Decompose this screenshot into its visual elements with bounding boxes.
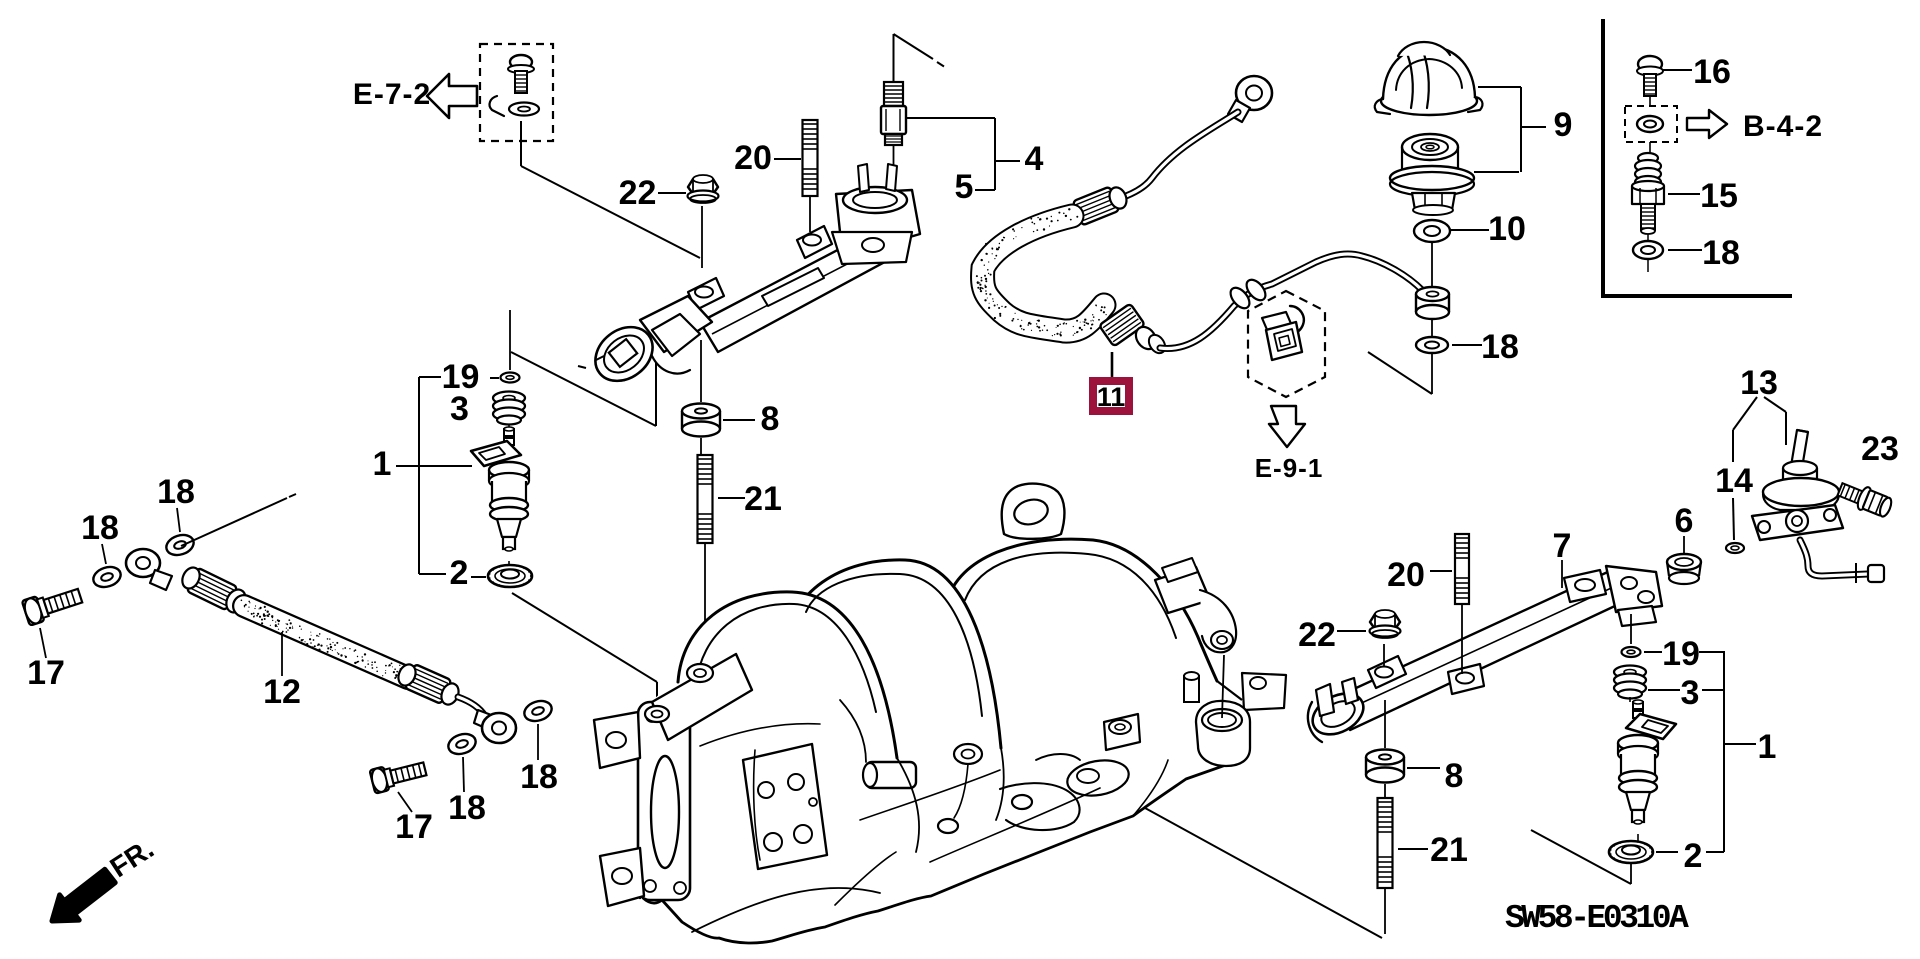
svg-text:16: 16 — [1693, 53, 1731, 91]
svg-text:22: 22 — [619, 174, 657, 212]
svg-text:17: 17 — [27, 654, 65, 692]
svg-text:10: 10 — [1488, 210, 1526, 248]
svg-text:22: 22 — [1298, 616, 1336, 654]
svg-text:8: 8 — [761, 400, 780, 438]
svg-text:21: 21 — [744, 480, 782, 518]
svg-text:2: 2 — [450, 554, 469, 592]
svg-text:1: 1 — [373, 445, 392, 483]
svg-text:5: 5 — [955, 168, 974, 206]
svg-text:8: 8 — [1445, 757, 1464, 795]
svg-text:3: 3 — [1681, 674, 1700, 712]
svg-text:14: 14 — [1715, 462, 1753, 500]
svg-text:9: 9 — [1554, 106, 1573, 144]
svg-text:18: 18 — [81, 509, 119, 547]
svg-text:19: 19 — [442, 358, 480, 396]
svg-text:18: 18 — [157, 473, 195, 511]
svg-text:18: 18 — [448, 789, 486, 827]
svg-text:6: 6 — [1675, 502, 1694, 540]
svg-text:15: 15 — [1700, 177, 1738, 215]
svg-text:12: 12 — [263, 673, 301, 711]
svg-text:17: 17 — [395, 808, 433, 846]
svg-text:A: A — [1669, 900, 1689, 937]
svg-text:3: 3 — [450, 390, 469, 428]
svg-text:B-4-2: B-4-2 — [1743, 110, 1823, 143]
svg-text:2: 2 — [1684, 837, 1703, 875]
svg-text:20: 20 — [1387, 556, 1425, 594]
svg-text:19: 19 — [1662, 635, 1700, 673]
svg-text:20: 20 — [734, 139, 772, 177]
svg-text:E-7-2: E-7-2 — [353, 78, 431, 111]
svg-text:7: 7 — [1553, 527, 1572, 565]
svg-text:21: 21 — [1430, 831, 1468, 869]
svg-text:11: 11 — [1097, 382, 1126, 412]
svg-text:E-9-1: E-9-1 — [1255, 453, 1324, 483]
svg-text:1: 1 — [1758, 728, 1777, 766]
svg-text:13: 13 — [1740, 364, 1778, 402]
svg-text:18: 18 — [1702, 234, 1740, 272]
svg-text:23: 23 — [1861, 430, 1899, 468]
svg-text:18: 18 — [1481, 328, 1519, 366]
svg-text:SW58-E0310: SW58-E0310 — [1505, 900, 1670, 937]
svg-text:4: 4 — [1025, 140, 1044, 178]
svg-text:18: 18 — [520, 758, 558, 796]
